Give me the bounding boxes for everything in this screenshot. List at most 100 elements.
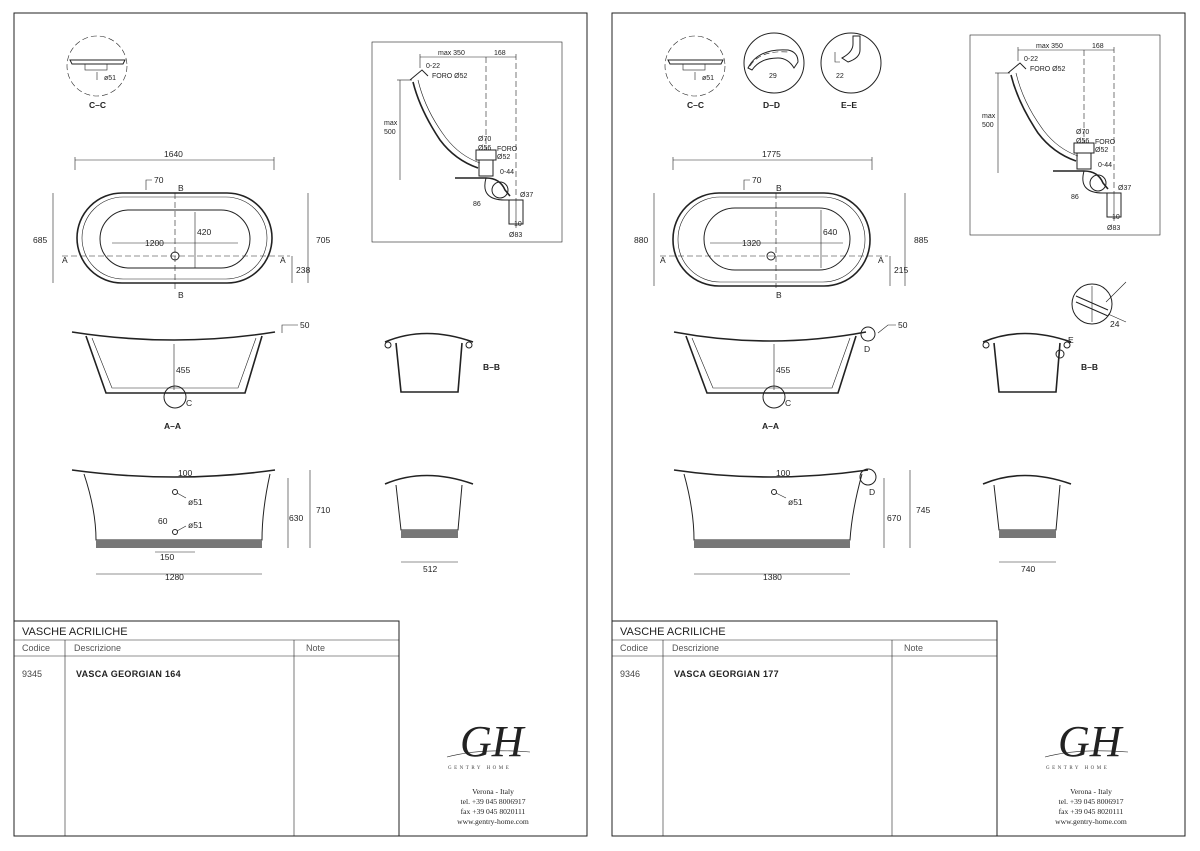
bb-label: B–B: [483, 362, 500, 372]
item-desc: VASCA GEORGIAN 164: [76, 669, 181, 679]
plan-length: 1640: [164, 149, 183, 159]
front-base: 1380: [763, 572, 782, 582]
plan-a-right: A: [878, 255, 884, 265]
section-aa: 455 50 C A–A: [71, 320, 310, 431]
plan-a-right: A: [280, 255, 286, 265]
plan-wright: 885: [914, 235, 928, 245]
front-d1: ø51: [788, 497, 803, 507]
plan-wleft: 685: [33, 235, 47, 245]
section-bb: E B–B: [982, 332, 1098, 393]
company-tel: tel. +39 045 8006917: [1058, 797, 1123, 806]
detail-cc: ø51 C–C: [664, 35, 726, 110]
drain-v10: 10: [1112, 214, 1120, 221]
ee-label: E–E: [841, 100, 857, 110]
company-city: Verona - Italy: [472, 787, 514, 796]
front-ovw: 150: [160, 552, 174, 562]
drain-h86: 86: [473, 201, 481, 208]
drain-w: 168: [494, 50, 506, 57]
drawing-sheet-177: ø51 C–C 29 D–D 22 E–E max 350 168 0-22 F…: [598, 0, 1198, 851]
front-top: 100: [776, 468, 790, 478]
sheet-border: [13, 12, 588, 837]
plan-depth: 640: [823, 227, 837, 237]
drain-d83: Ø83: [1107, 225, 1120, 232]
front-top: 100: [178, 468, 192, 478]
drain-d37: Ø37: [520, 192, 533, 199]
col-desc: Descrizione: [74, 643, 121, 653]
dd-dim: 29: [769, 73, 777, 80]
front-d1: ø51: [188, 497, 203, 507]
section-bb: B–B: [384, 332, 500, 393]
drain-d83: Ø83: [509, 232, 522, 239]
cc-label: C–C: [89, 100, 106, 110]
drain-h86: 86: [1071, 194, 1079, 201]
drain-detail: max 350 168 0-22 FORO Ø52 max 500 Ø70 Ø5…: [371, 41, 563, 243]
drain-detail: max 350 168 0-22 FORO Ø52 max 500 Ø70 Ø5…: [969, 34, 1161, 236]
plan-length: 1775: [762, 149, 781, 159]
aa-rim: 50: [898, 320, 908, 330]
plan-side: 215: [894, 265, 908, 275]
bb-label: B–B: [1081, 362, 1098, 372]
drain-maxw: max 350: [438, 50, 465, 57]
drain-r: 0-22: [1024, 56, 1038, 63]
drain-d37: Ø37: [1118, 185, 1131, 192]
plan-b-top: B: [178, 183, 184, 193]
aa-d: D: [864, 344, 870, 354]
plan-view: 1775 70 B B A A 1320 640 880 885 215: [634, 149, 928, 300]
aa-label: A–A: [164, 421, 181, 431]
detail-ee: 22 E–E: [820, 32, 882, 110]
cc-dia: ø51: [104, 75, 116, 82]
company-city: Verona - Italy: [1070, 787, 1112, 796]
drain-d56: Ø56: [478, 145, 491, 152]
drain-d70: Ø70: [478, 136, 491, 143]
drain-maxh-val: 500: [982, 122, 994, 129]
drain-r: 0-22: [426, 63, 440, 70]
company-fax: fax +39 045 8020111: [461, 807, 526, 816]
table-title: VASCHE ACRILICHE: [22, 626, 128, 638]
sheet-drawing: ø51 C–C 29 D–D 22 E–E max 350 168 0-22 F…: [611, 12, 1186, 837]
plan-depth: 420: [197, 227, 211, 237]
front-view: D 100 ø51 670 745 1380: [673, 468, 930, 582]
company-logo: GH: [1058, 717, 1124, 766]
item-desc: VASCA GEORGIAN 177: [674, 669, 779, 679]
front-hin: 630: [289, 513, 303, 523]
company-fax: fax +39 045 8020111: [1059, 807, 1124, 816]
plan-inner: 1320: [742, 238, 761, 248]
plan-b-bot: B: [776, 290, 782, 300]
plan-b-top: B: [776, 183, 782, 193]
end-base: 512: [423, 564, 437, 574]
front-hin: 670: [887, 513, 901, 523]
dd-label: D–D: [763, 100, 780, 110]
col-note: Note: [306, 643, 325, 653]
aa-label: A–A: [762, 421, 779, 431]
drawing-sheet-164: ø51 C–C max 350 168 0-22 FORO Ø52 max 50…: [13, 12, 588, 837]
company-tel: tel. +39 045 8006917: [460, 797, 525, 806]
end-base: 740: [1021, 564, 1035, 574]
front-hout: 745: [916, 505, 930, 515]
plan-wleft: 880: [634, 235, 648, 245]
detail-cc: ø51 C–C: [66, 35, 128, 110]
section-aa: 455 D 50 C A–A: [673, 320, 908, 431]
plan-offset: 70: [752, 175, 762, 185]
title-table: VASCHE ACRILICHE Codice Descrizione Note…: [611, 620, 998, 837]
drain-maxw: max 350: [1036, 43, 1063, 50]
item-code: 9346: [620, 669, 640, 679]
plan-b-bot: B: [178, 290, 184, 300]
aa-height: 455: [176, 365, 190, 375]
drain-foro: FORO: [1095, 139, 1116, 146]
plan-wright: 705: [316, 235, 330, 245]
drain-d70: Ø70: [1076, 129, 1089, 136]
plan-offset: 70: [154, 175, 164, 185]
title-table: VASCHE ACRILICHE Codice Descrizione Note…: [13, 620, 400, 837]
company-web: www.gentry-home.com: [457, 817, 529, 826]
sheet-border: [611, 12, 1186, 837]
drain-maxh-val: 500: [384, 129, 396, 136]
cc-label: C–C: [687, 100, 704, 110]
drain-foro-val: Ø52: [497, 154, 510, 161]
drain-forotop: FORO Ø52: [1030, 66, 1066, 73]
front-d: D: [869, 487, 875, 497]
drain-v10: 10: [514, 221, 522, 228]
front-view: 100 ø51 60 ø51 150 630 710 1280: [71, 468, 330, 582]
plan-view: 1640 70 B B A A 1200 420 685 705 238: [33, 149, 330, 300]
col-desc: Descrizione: [672, 643, 719, 653]
drain-w: 168: [1092, 43, 1104, 50]
